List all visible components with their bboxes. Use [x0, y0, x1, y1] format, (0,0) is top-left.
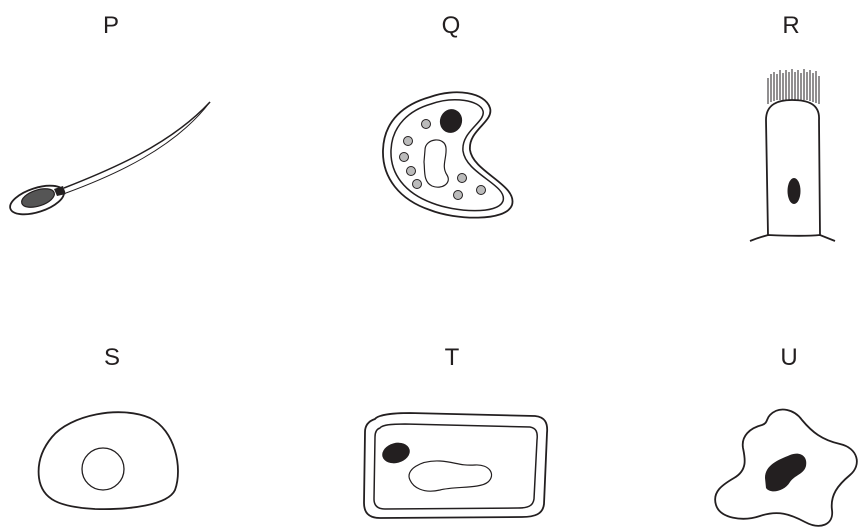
- cell-u: [0, 0, 859, 531]
